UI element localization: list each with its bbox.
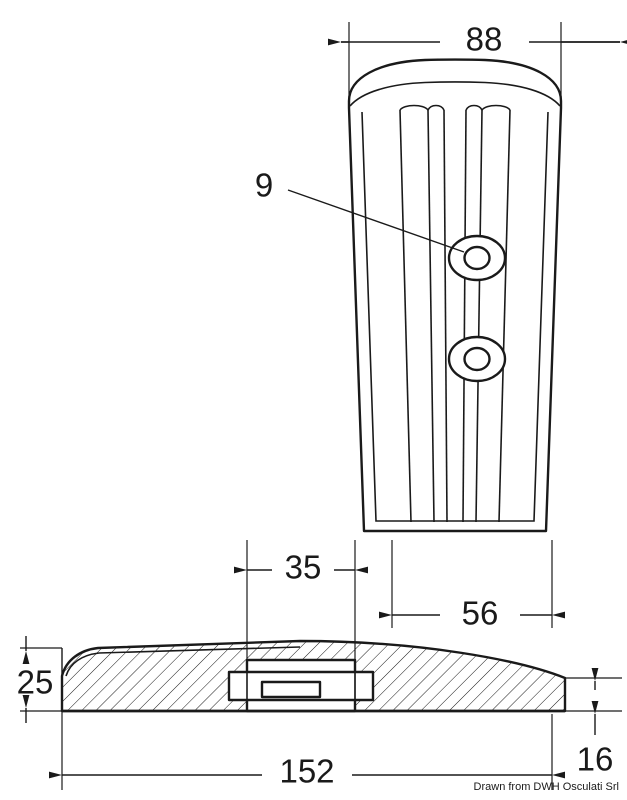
dim-label-88: 88 [466,21,503,58]
top-view-outer-outline [347,58,563,533]
dim-16 [565,668,622,735]
side-view-top-contour [65,646,301,677]
side-view-group [20,540,622,790]
side-view-center-recess [227,658,375,713]
top-view-rib-caps [399,104,511,111]
top-view-group [287,22,627,628]
top-view-bolt-hole-upper [447,234,507,282]
dim-label-16: 16 [577,741,614,778]
dim-label-56: 56 [462,595,499,632]
dim-152 [49,711,565,790]
top-view-cap-line [349,81,561,107]
dim-label-25: 25 [17,664,54,701]
dim-35 [234,540,368,711]
dim-label-9: 9 [255,167,273,204]
dim-25 [20,636,63,723]
dim-label-35: 35 [285,549,322,586]
top-view-bolt-hole-lower [447,335,507,383]
top-view-ribs [399,109,511,523]
top-view-inner-outline [361,111,549,522]
dim-label-152: 152 [279,753,334,790]
dim-56 [379,540,565,628]
hole-diameter-leader [287,189,465,253]
drawing-credit: Drawn from DWH Osculati Srl [474,781,619,793]
dim-88 [328,22,627,101]
